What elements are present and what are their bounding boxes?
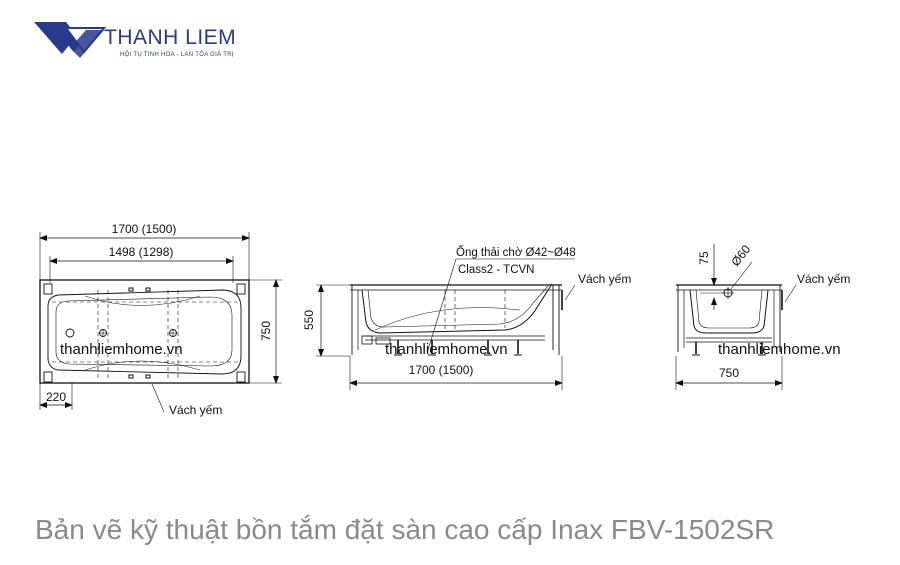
side-apron-label: Vách yếm [578,272,631,286]
plan-overall-width-label: 1700 (1500) [112,222,177,236]
drawing-caption: Bản vẽ kỹ thuật bồn tắm đặt sàn cao cấp … [35,514,775,545]
plan-apron-label: Vách yếm [169,403,222,417]
brand-name: THANH LIEM [104,26,237,49]
plan-depth-label: 750 [259,321,273,341]
end-view [675,244,797,390]
watermark-plan: thanhliemhome.vn [60,341,183,358]
side-view [316,258,576,390]
watermark-end: thanhliemhome.vn [718,341,841,358]
watermark-side: thanhliemhome.vn [385,341,508,358]
plan-offset-label: 220 [46,390,66,404]
end-apron-label: Vách yếm [797,272,850,286]
technical-drawing: 1700 (1500) 1498 (1298) 750 220 Vách yếm [39,222,850,417]
brand-tagline: HỘI TỤ TINH HOA - LAN TỎA GIÁ TRỊ [120,52,234,58]
class-label: Class2 - TCVN [458,264,534,276]
plan-view [39,232,282,413]
side-height-label: 550 [302,310,316,330]
side-length-label: 1700 (1500) [409,363,474,377]
plan-inner-width-label: 1498 (1298) [109,245,174,259]
end-width-label: 750 [719,366,739,380]
rim-height-label: 75 [697,251,711,265]
brand-logo [30,18,250,62]
drain-pipe-label: Ống thải chờ Ø42~Ø48 [456,245,576,259]
logo-mark-icon [34,22,107,58]
